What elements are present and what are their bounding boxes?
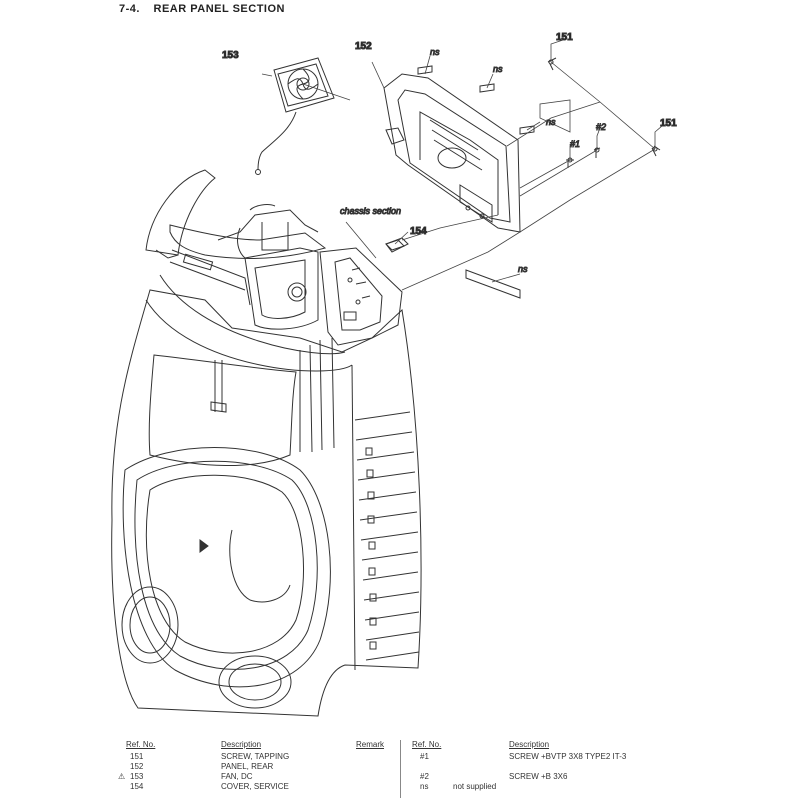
fan-153 xyxy=(255,57,335,175)
table-right-desc-2: SCREW +B 3X6 xyxy=(509,772,568,781)
table-left-desc-0: SCREW, TAPPING xyxy=(221,752,290,761)
section-title: 7-4. REAR PANEL SECTION xyxy=(119,3,285,15)
service-cover-154 xyxy=(385,237,409,253)
table-left-desc-2: FAN, DC xyxy=(221,772,253,781)
callout-151-right: 151 xyxy=(660,118,677,129)
table-left-ref-0: 151 xyxy=(130,752,144,761)
table-right-desc-3: not supplied xyxy=(453,782,497,791)
table-right-header-desc: Description xyxy=(509,740,550,749)
table-right-ref-3: ns xyxy=(420,782,429,791)
table-left-header-desc: Description xyxy=(221,740,262,749)
chassis-section xyxy=(319,239,405,346)
note-chassis-section: chassis section xyxy=(340,206,401,216)
rear-panel-152 xyxy=(383,73,521,233)
table-left-ref-2: 153 xyxy=(130,772,144,781)
table-right-ref-2: #2 xyxy=(420,772,429,781)
note-ns-2: ns xyxy=(493,64,503,74)
callout-152: 152 xyxy=(355,41,372,52)
bass-ports xyxy=(121,586,292,709)
table-left-ref-3: 154 xyxy=(130,782,144,791)
screws xyxy=(547,57,661,168)
note-ns-3: ns xyxy=(546,117,556,127)
table-divider xyxy=(400,740,401,798)
section-title-text: REAR PANEL SECTION xyxy=(153,3,285,15)
exploded-view-diagram: 153 152 151 151 154 #2 #1 ns ns ns ns ch… xyxy=(111,32,678,717)
table-left-mark-2: ⚠ xyxy=(118,772,126,781)
note-ns-1: ns xyxy=(430,47,440,57)
callout-151-top: 151 xyxy=(556,32,573,43)
table-left-header-ref: Ref. No. xyxy=(126,740,156,749)
table-left-desc-1: PANEL, REAR xyxy=(221,762,274,771)
callout-154: 154 xyxy=(410,226,427,237)
callout-screw-1: #1 xyxy=(570,139,580,149)
speaker-body xyxy=(111,274,422,717)
table-left-header-remark: Remark xyxy=(356,740,385,749)
section-number: 7-4. xyxy=(119,3,140,15)
table-right-ref-0: #1 xyxy=(420,752,429,761)
leader-lines xyxy=(261,39,663,291)
table-left-desc-3: COVER, SERVICE xyxy=(221,782,289,791)
callout-screw-2: #2 xyxy=(596,122,606,132)
table-right-header-ref: Ref. No. xyxy=(412,740,442,749)
note-ns-4: ns xyxy=(518,264,528,274)
top-control-panel xyxy=(145,169,327,330)
woofer xyxy=(122,447,331,688)
table-right-desc-0: SCREW +BVTP 3X8 TYPE2 IT-3 xyxy=(509,752,627,761)
table-left-ref-1: 152 xyxy=(130,762,144,771)
parts-table: Ref. No. Description Remark ⚠ 151 SCREW,… xyxy=(0,738,800,800)
callout-153: 153 xyxy=(222,50,239,61)
side-louvres xyxy=(354,411,420,661)
